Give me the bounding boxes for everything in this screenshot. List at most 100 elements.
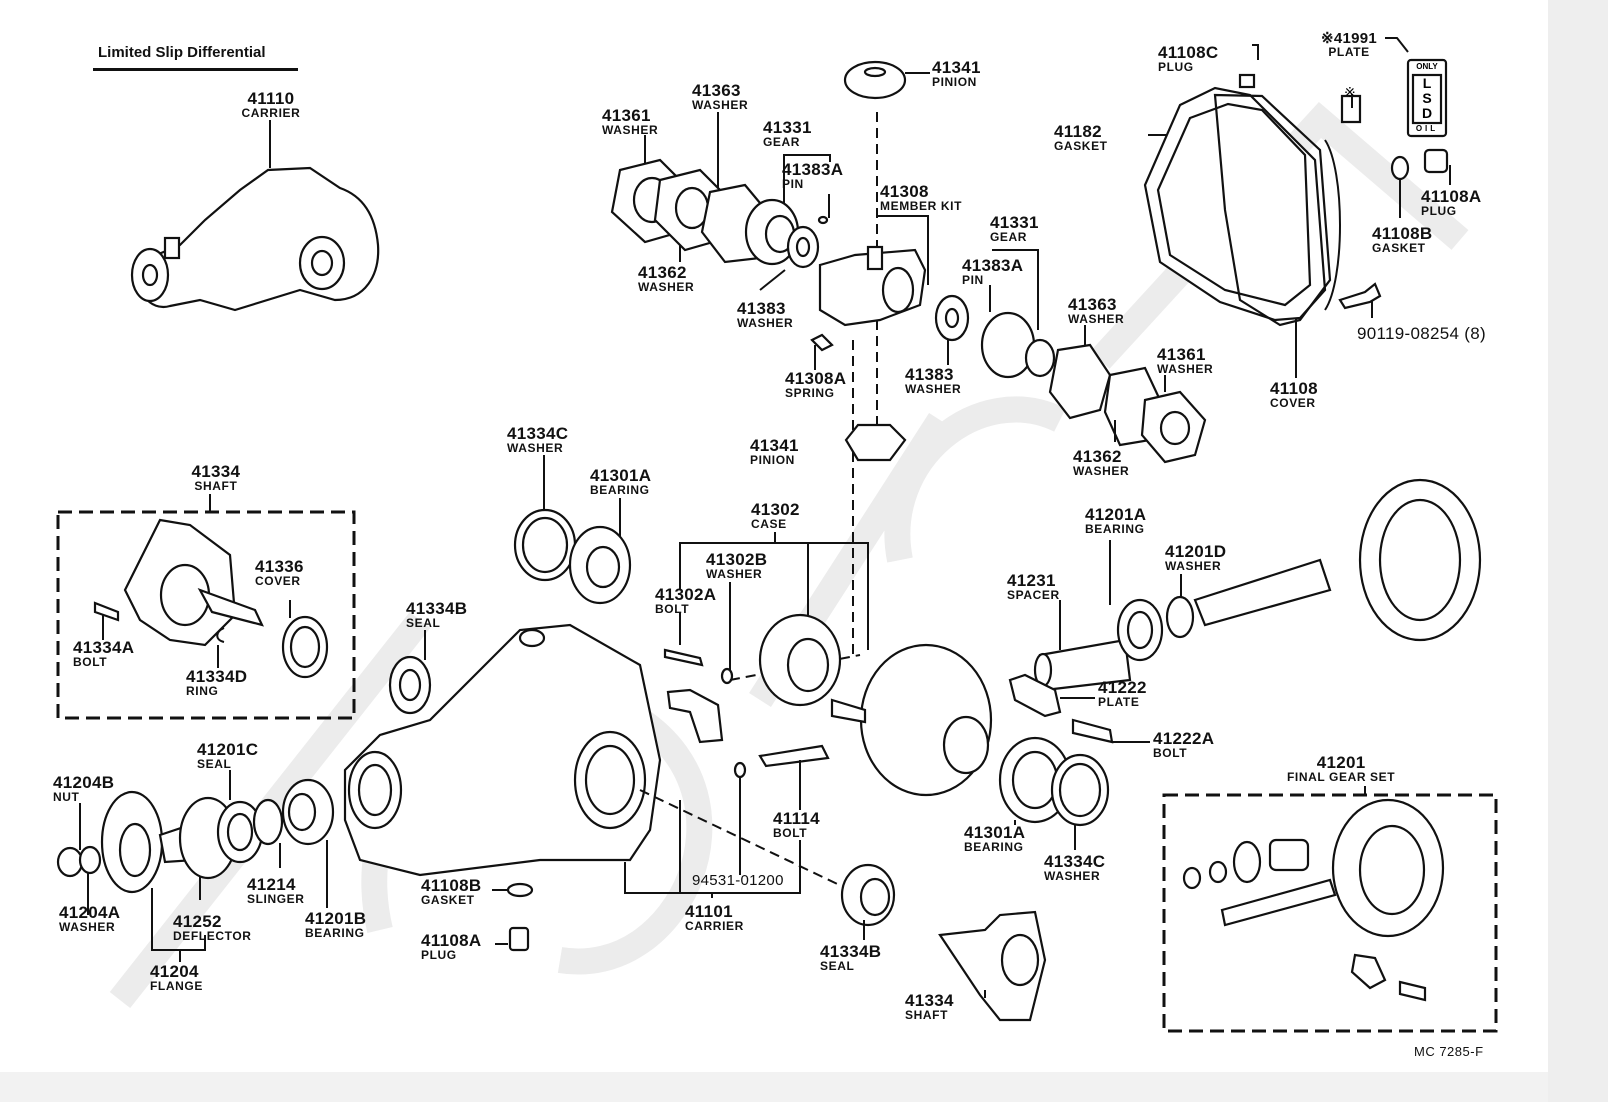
differential-cover-and-gasket-icon xyxy=(1143,37,1451,378)
part-name: GASKET xyxy=(1372,241,1426,255)
part-name: WASHER xyxy=(638,280,695,294)
part-name: GEAR xyxy=(990,230,1028,244)
part-name: SPACER xyxy=(1007,588,1060,602)
part-name: BEARING xyxy=(1085,522,1145,536)
asterisk-marker-icon: ※ xyxy=(1344,84,1356,100)
differential-side-gear-set-right-icon xyxy=(980,249,1207,464)
pinion-bearing-spacer-icon xyxy=(998,478,1482,850)
part-name: FINAL GEAR SET xyxy=(1287,770,1396,784)
part-name: PIN xyxy=(962,273,984,287)
callout-94531-01200[interactable]: 94531-01200 xyxy=(692,873,784,888)
part-name: WASHER xyxy=(737,316,794,330)
differential-side-gear-set-left-icon xyxy=(610,112,831,291)
part-name: CARRIER xyxy=(241,106,301,120)
part-name: WASHER xyxy=(602,123,659,137)
part-number: 41204A xyxy=(59,903,121,922)
part-name: RING xyxy=(186,684,219,698)
part-name: BEARING xyxy=(964,840,1024,854)
part-number: 41334 xyxy=(905,991,954,1010)
part-number: 41252 xyxy=(173,912,222,931)
part-number: 41383A xyxy=(962,256,1024,275)
part-name: WASHER xyxy=(905,382,962,396)
lsd-letter: L xyxy=(1422,75,1432,91)
part-number: 41362 xyxy=(1073,447,1122,466)
part-number: 41222A xyxy=(1153,729,1215,748)
part-number: 41331 xyxy=(990,213,1039,232)
part-number: 41204B xyxy=(53,773,115,792)
part-name: SHAFT xyxy=(905,1008,948,1022)
part-number: 41361 xyxy=(1157,345,1206,364)
differential-carrier-housing-icon xyxy=(343,582,861,898)
part-name: BEARING xyxy=(590,483,650,497)
part-name: GASKET xyxy=(421,893,475,907)
part-number: 41182 xyxy=(1054,122,1102,141)
part-number: 41308 xyxy=(880,182,929,201)
part-name: WASHER xyxy=(1073,464,1130,478)
side-bearing-and-washer-left-icon xyxy=(513,455,632,605)
part-name: WASHER xyxy=(706,567,763,581)
callout-90119-08254-bolt[interactable]: 90119-08254 (8) xyxy=(1357,325,1486,342)
part-number: 41334D xyxy=(186,667,248,686)
title-underline xyxy=(93,68,298,71)
final-gear-set-box xyxy=(1162,786,1498,1033)
part-number: 41231 xyxy=(1007,571,1056,590)
lsd-plate-letters: L S D xyxy=(1414,76,1440,121)
part-number: 41302A xyxy=(655,585,717,604)
part-name: PLATE xyxy=(1328,45,1370,59)
